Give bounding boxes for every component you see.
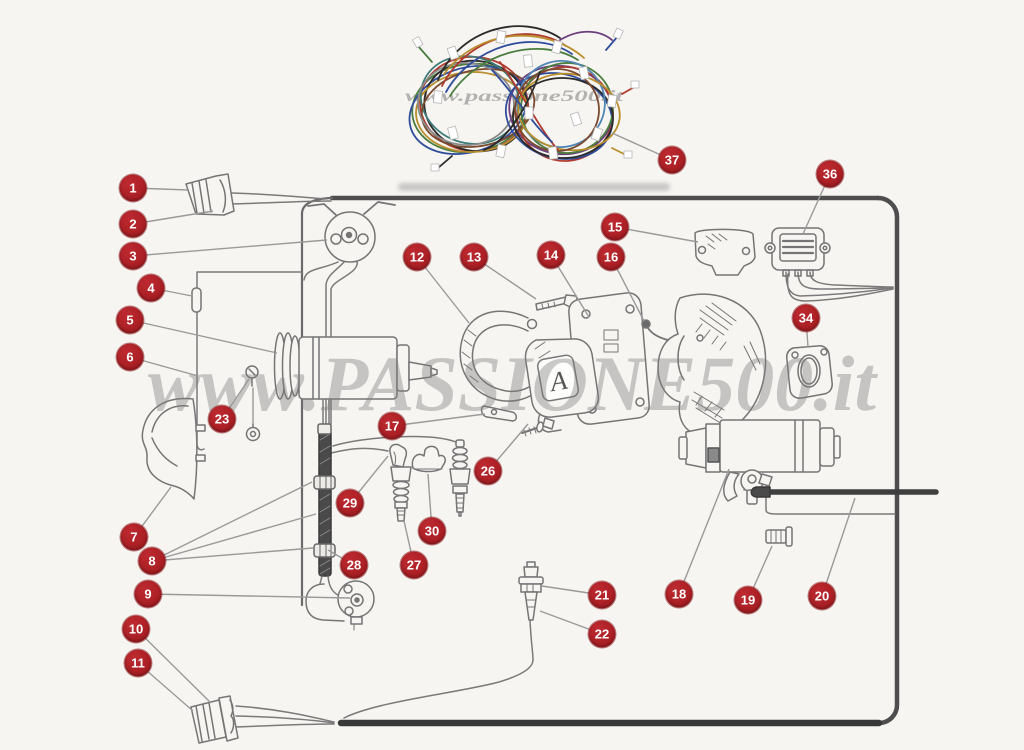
- horn-bracket-drawing: [307, 201, 396, 263]
- callout-13[interactable]: 13: [460, 243, 488, 271]
- callout-29[interactable]: 29: [336, 489, 364, 517]
- callout-4[interactable]: 4: [137, 274, 165, 302]
- callout-7[interactable]: 7: [120, 523, 148, 551]
- callout-30[interactable]: 30: [418, 517, 446, 545]
- callout-26[interactable]: 26: [474, 457, 502, 485]
- callout-23[interactable]: 23: [208, 405, 236, 433]
- wiring-harness-photo: www.passione500.it: [398, 25, 670, 191]
- link-17-drawing: [480, 405, 517, 422]
- cover-plate-drawing: [694, 228, 756, 276]
- callout-11[interactable]: 11: [124, 649, 152, 677]
- callout-28[interactable]: 28: [340, 551, 368, 579]
- callout-8[interactable]: 8: [138, 547, 166, 575]
- gasket-drawing: [786, 345, 833, 399]
- callout-14[interactable]: 14: [537, 241, 565, 269]
- loom-clamp-upper: [313, 475, 336, 490]
- voltage-regulator-drawing: [764, 227, 831, 277]
- callout-19[interactable]: 19: [734, 586, 762, 614]
- callout-2[interactable]: 2: [119, 210, 147, 238]
- cable-clip-drawing: [765, 526, 793, 547]
- callout-21[interactable]: 21: [588, 581, 616, 609]
- callout-9[interactable]: 9: [134, 580, 162, 608]
- callout-37[interactable]: 37: [658, 146, 686, 174]
- cooling-shroud-drawing: [641, 293, 767, 437]
- callout-36[interactable]: 36: [816, 160, 844, 188]
- front-lamp-drawing: [185, 173, 235, 216]
- generator-drawing: [273, 332, 438, 400]
- callout-27[interactable]: 27: [400, 551, 428, 579]
- callout-34[interactable]: 34: [792, 304, 820, 332]
- callout-5[interactable]: 5: [116, 306, 144, 334]
- callout-6[interactable]: 6: [116, 343, 144, 371]
- screws-23-drawing: [245, 365, 261, 442]
- callout-20[interactable]: 20: [808, 582, 836, 610]
- callout-10[interactable]: 10: [122, 615, 150, 643]
- callout-22[interactable]: 22: [588, 620, 616, 648]
- callout-15[interactable]: 15: [601, 213, 629, 241]
- callout-12[interactable]: 12: [403, 243, 431, 271]
- junction-bracket-drawing: [305, 580, 375, 631]
- spark-plug-group: [389, 439, 471, 522]
- callout-1[interactable]: 1: [119, 174, 147, 202]
- cable-loom: [313, 423, 339, 601]
- callout-3[interactable]: 3: [119, 242, 147, 270]
- tail-light-drawing: [190, 695, 239, 744]
- callout-18[interactable]: 18: [665, 580, 693, 608]
- coil-label: A: [546, 365, 570, 398]
- fuse-drawing: [191, 287, 202, 313]
- oil-sender-drawing: [518, 561, 544, 621]
- callout-17[interactable]: 17: [378, 412, 406, 440]
- callout-16[interactable]: 16: [597, 243, 625, 271]
- horn-bell-drawing: [141, 397, 206, 500]
